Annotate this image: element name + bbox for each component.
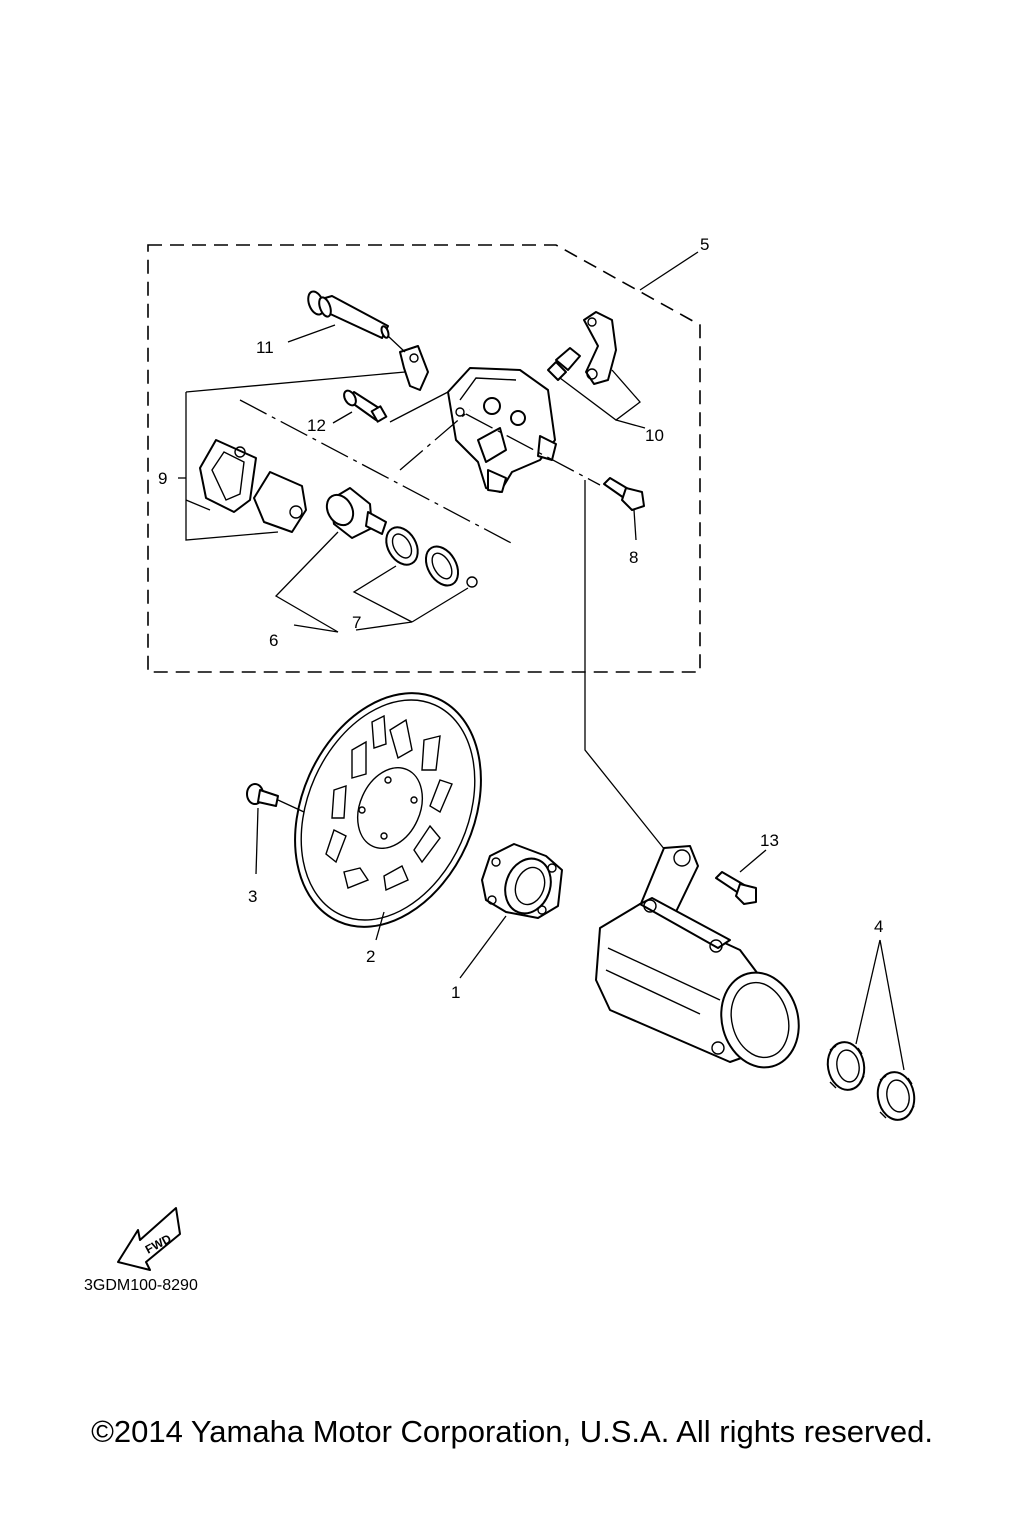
leader-4a [855,939,881,1045]
callout-5: 5 [700,235,709,254]
leader-9c [185,499,211,511]
pad-spring-set [547,311,617,385]
leader-10b [615,419,646,429]
caliper-piston [325,487,387,539]
callout-1: 1 [451,983,460,1002]
axis-line-3 [465,413,601,486]
bracket-bolt [715,871,757,905]
callout-10: 10 [645,426,664,445]
brake-disc [294,692,482,928]
axle-lock-nuts [826,1041,916,1121]
caliper-pin-bolt [307,290,390,339]
brake-disc-hub [481,843,563,919]
leader-1 [459,915,507,979]
leader-3b [277,799,305,813]
caliper-mounting-bolt [603,477,645,511]
caliper-assembly-boundary [147,244,701,673]
leader-7b [411,587,469,623]
leader-12 [332,411,353,424]
leader-4b [879,939,905,1071]
bleed-screw [343,389,388,423]
callout-7: 7 [352,613,361,632]
callout-4: 4 [874,917,883,936]
copyright-notice: ©2014 Yamaha Motor Corporation, U.S.A. A… [91,1414,933,1449]
leader-7c [355,621,413,631]
leader-9b [185,371,406,393]
diagram-code: 3GDM100-8290 [84,1277,198,1294]
fwd-arrow-icon: FWD [117,1207,181,1271]
leader-5 [639,251,699,291]
callout-2: 2 [366,947,375,966]
leader-12b [389,391,449,423]
callout-13: 13 [760,831,779,850]
callout-6: 6 [269,631,278,650]
axle-housing-bracket [595,845,800,1069]
callout-12: 12 [307,416,326,435]
caliper-bracket [399,345,429,391]
caliper-body [447,367,557,493]
callout-11: 11 [256,338,274,357]
caliper-to-bracket-line [584,480,666,851]
callout-8: 8 [629,548,638,567]
leader-3 [255,807,259,875]
leader-6 [274,531,339,633]
axis-line-1 [239,399,516,546]
axis-line-2 [399,409,471,471]
disc-bolt [246,783,279,807]
brake-pad-set [199,439,307,533]
leader-7 [352,565,413,623]
leader-13 [739,849,767,873]
leader-10 [559,369,641,421]
leader-8 [633,509,637,541]
piston-seal-set [385,526,478,588]
callout-3: 3 [248,887,257,906]
leader-11 [287,324,336,343]
leader-11b [387,335,406,353]
leader-6b [293,624,339,633]
callout-9: 9 [158,469,167,488]
leader-9 [185,392,279,541]
leader-2 [375,911,385,941]
